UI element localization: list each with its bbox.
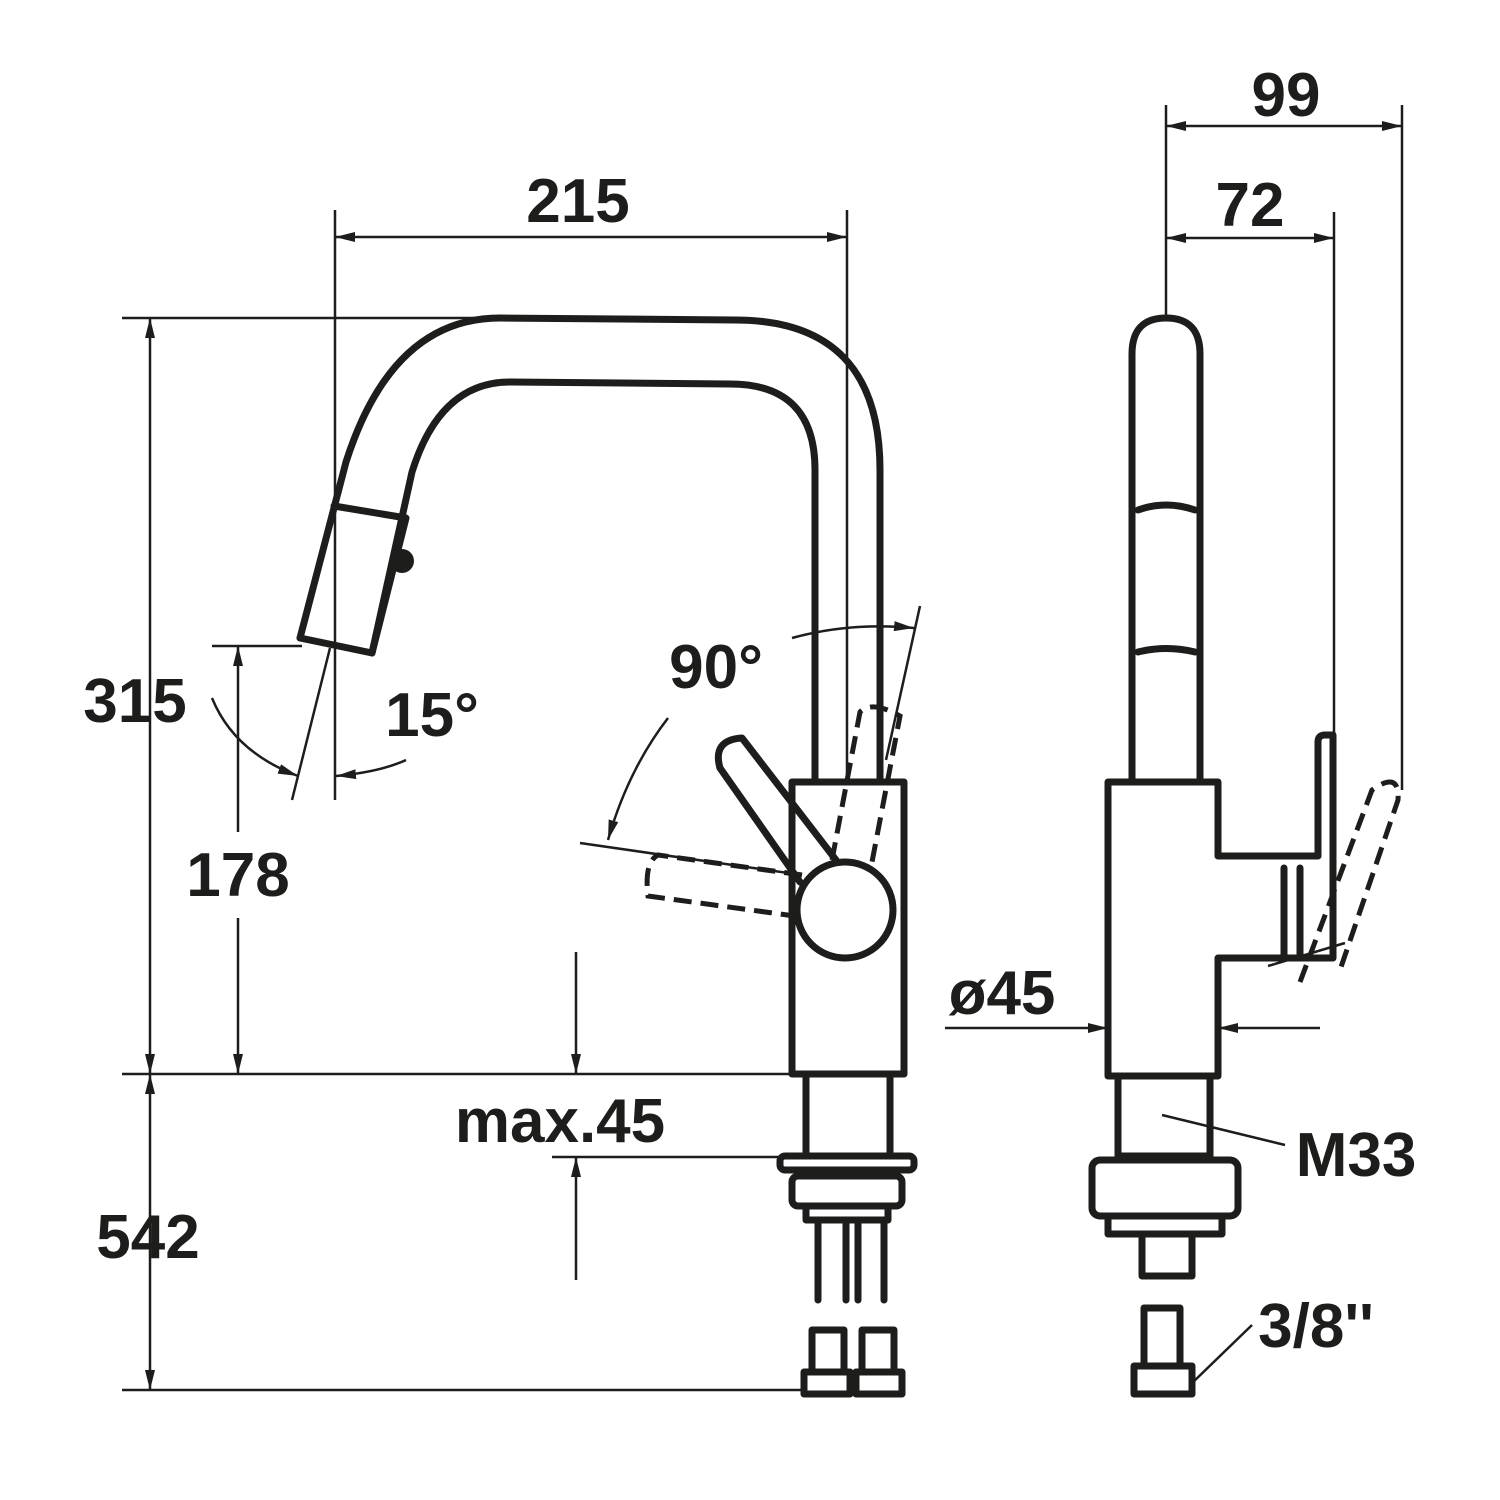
spray-button: [390, 549, 414, 573]
label-diameter: ø45: [949, 959, 1056, 1028]
label-hose-length: 542: [96, 1203, 199, 1272]
front-view: [122, 314, 918, 1398]
side-shank: [1114, 1072, 1214, 1160]
lever-hub: [793, 858, 897, 962]
side-view: [1088, 314, 1401, 1398]
shank: [802, 1070, 894, 1160]
hose-fitting-right: [858, 1326, 898, 1376]
dimension-labels: 215 315 178 15° 90° max.45 542 99 72 ø45…: [83, 61, 1416, 1361]
spout-inner-contour: [368, 378, 819, 786]
label-total-width: 215: [526, 167, 629, 236]
spout-outer-contour: [296, 314, 884, 786]
mounting-washer: [776, 1152, 918, 1174]
side-nut: [1088, 1156, 1242, 1220]
mounting-nut: [788, 1172, 906, 1210]
hose-fitting-left: [808, 1326, 848, 1376]
label-depth-overall: 99: [1252, 61, 1321, 130]
label-lever-rotation: 90°: [669, 633, 763, 702]
label-spout-height: 178: [186, 841, 289, 910]
dimension-lines: [122, 105, 1404, 1392]
label-total-height: 315: [83, 667, 186, 736]
label-spout-tilt: 15°: [385, 681, 479, 750]
lever-alt-position-up: [829, 704, 903, 863]
lever-handle: [714, 734, 840, 864]
supply-hoses: [814, 1216, 888, 1304]
label-depth-body: 72: [1216, 171, 1285, 240]
side-spout: [1128, 314, 1204, 786]
label-thread: M33: [1296, 1121, 1417, 1190]
label-connection: 3/8'': [1258, 1292, 1374, 1361]
label-max-counter: max.45: [455, 1087, 665, 1156]
side-fitting: [1140, 1304, 1184, 1370]
side-lever-alt: [1297, 779, 1401, 983]
side-body: [1104, 731, 1337, 1080]
